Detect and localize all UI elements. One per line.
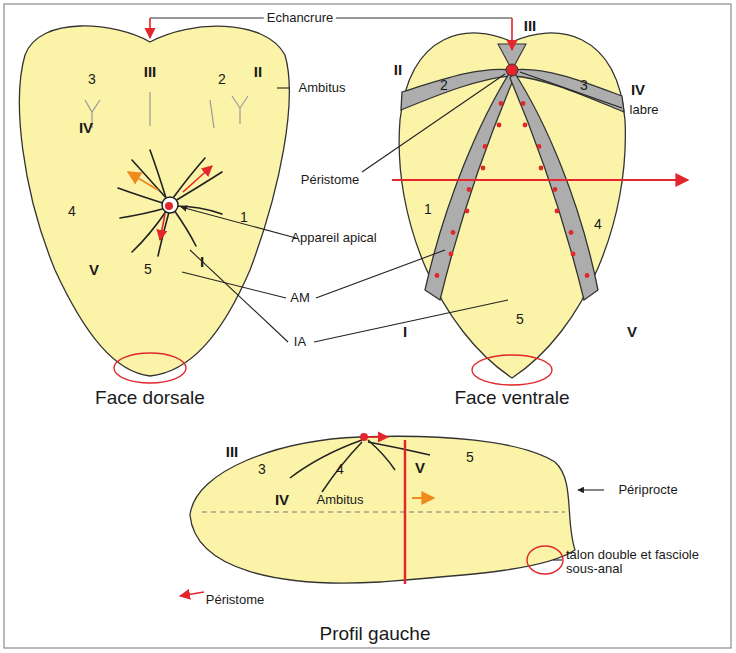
ambulacrum-number: V (89, 262, 99, 279)
callout-label: talon double et fasciole sous-anal (566, 548, 716, 577)
profile-view (180, 433, 575, 596)
ambulacrum-number: II (254, 64, 262, 81)
callout-label: Appareil apical (291, 231, 376, 245)
interambulacrum-number: 5 (466, 450, 474, 465)
ambulacrum-number: III (144, 64, 157, 81)
interambulacrum-number: 2 (440, 78, 448, 93)
frame (4, 4, 731, 648)
ambulacrum-number: III (226, 444, 239, 461)
interambulacrum-number: 2 (218, 72, 226, 87)
leader-lines (150, 18, 622, 560)
interambulacrum-number: 3 (258, 462, 266, 477)
callout-label: Ambitus (299, 81, 346, 95)
callout-label: Périprocte (618, 483, 677, 497)
interambulacrum-number: 5 (516, 312, 524, 327)
interambulacrum-number: 5 (144, 262, 152, 277)
ambulacrum-number: III (524, 18, 537, 35)
ambulacrum-number: IV (79, 120, 93, 137)
interambulacrum-number: 4 (594, 217, 602, 232)
interambulacrum-number: 4 (336, 462, 344, 477)
view-caption: Profil gauche (320, 624, 431, 645)
ambulacrum-number: I (200, 254, 204, 271)
view-caption: Face ventrale (454, 388, 569, 409)
interambulacrum-number: 1 (424, 202, 432, 217)
callout-label: Echancrure (264, 11, 336, 25)
dorsal-view (19, 26, 289, 383)
ambulacrum-number: V (627, 324, 637, 341)
ambulacrum-number: I (403, 324, 407, 341)
interambulacrum-number: 3 (88, 72, 96, 87)
interambulacrum-number: 1 (240, 210, 248, 225)
view-caption: Face dorsale (95, 388, 205, 409)
interambulacrum-number: 4 (68, 204, 76, 219)
callout-label: AM (290, 291, 310, 305)
ambulacrum-number: II (394, 62, 402, 79)
ambulacrum-number: V (415, 460, 425, 477)
ambulacrum-number: IV (275, 492, 289, 509)
callout-label: IA (294, 335, 306, 349)
callout-label: Péristome (301, 173, 360, 187)
interambulacrum-number: 3 (580, 78, 588, 93)
ambulacrum-number: IV (631, 82, 645, 99)
callout-label: labre (630, 103, 659, 117)
callout-label: Ambitus (317, 493, 364, 507)
callout-label: Péristome (206, 593, 265, 607)
ventral-view (392, 33, 688, 385)
